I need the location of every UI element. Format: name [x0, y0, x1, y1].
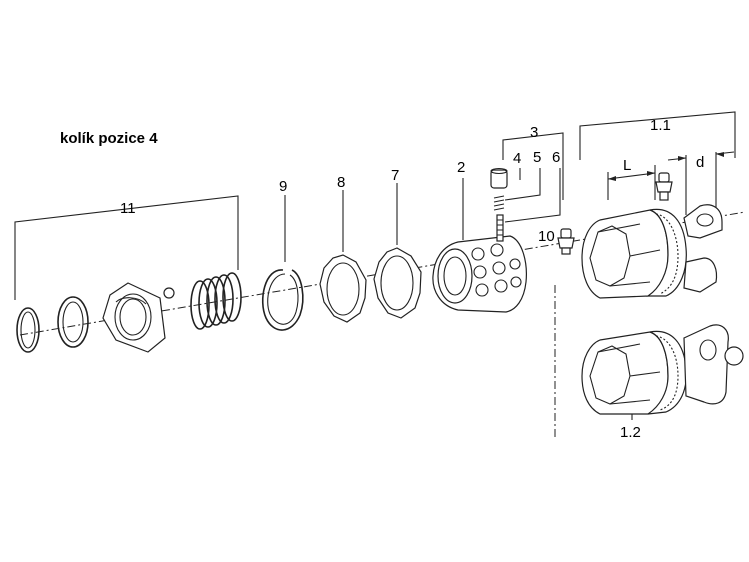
yoke-1-2: [581, 324, 744, 415]
grease-nipple-10: [557, 228, 575, 255]
label-1-2: 1.2: [620, 424, 641, 441]
toothed-ring-8: [319, 254, 367, 323]
label-d: d: [696, 154, 704, 171]
leader-5: [504, 168, 541, 201]
detent-ball: [163, 287, 175, 299]
label-2: 2: [457, 159, 465, 176]
grease-nipple-yoke: [655, 172, 673, 201]
bracket-1-1: [579, 111, 736, 160]
label-1-1: 1.1: [650, 117, 671, 134]
pin-position-caption: kolík pozice 4: [60, 130, 158, 147]
label-6: 6: [552, 149, 560, 166]
compression-spring: [190, 272, 242, 330]
leader-6: [504, 168, 561, 223]
label-9: 9: [279, 178, 287, 195]
ring-washer: [57, 296, 89, 348]
label-7: 7: [391, 167, 399, 184]
label-3: 3: [530, 124, 538, 141]
locking-collar: [432, 235, 527, 313]
label-10: 10: [538, 228, 555, 245]
seal-housing: [102, 282, 166, 353]
dimension-d: [667, 151, 735, 215]
spring-5: [493, 195, 505, 211]
label-11: 11: [120, 200, 136, 217]
snap-ring: [262, 269, 304, 331]
label-5: 5: [533, 149, 541, 166]
pin-6: [496, 214, 504, 242]
label-4: 4: [513, 150, 521, 167]
yoke-1-1: [581, 204, 723, 299]
toothed-ring-7: [373, 247, 422, 319]
dimension-L: [607, 165, 656, 200]
pin-4: [490, 167, 508, 189]
bracket-11: [14, 195, 239, 300]
label-L: L: [623, 157, 631, 174]
bracket-3: [502, 132, 564, 200]
label-8: 8: [337, 174, 345, 191]
retaining-ring-small: [16, 307, 40, 353]
